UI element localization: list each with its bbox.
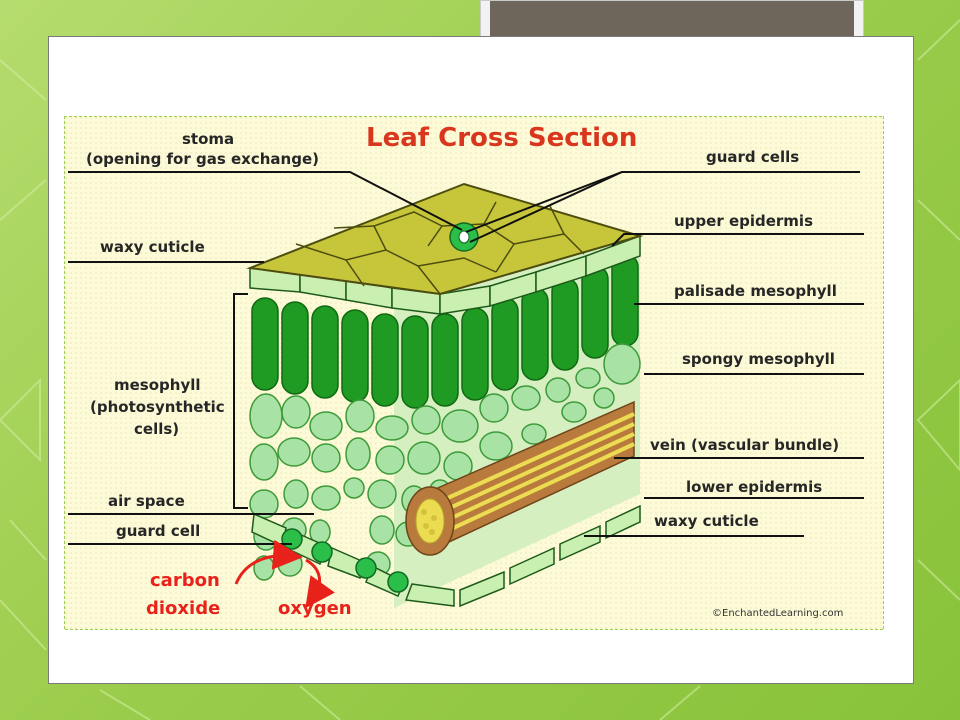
diagram-title: Leaf Cross Section	[366, 123, 637, 153]
label-spongy-mesophyll: spongy mesophyll	[682, 350, 835, 368]
palisade-mesophyll-cells	[251, 253, 639, 409]
label-lower-epidermis: lower epidermis	[686, 478, 822, 496]
label-waxy-cuticle-bottom: waxy cuticle	[654, 512, 759, 530]
label-guard-cells: guard cells	[706, 148, 799, 166]
leaf-cross-section-diagram: Leaf Cross Section stoma (opening for ga…	[64, 116, 884, 630]
label-dioxide: dioxide	[146, 598, 220, 619]
label-palisade-mesophyll: palisade mesophyll	[674, 282, 837, 300]
label-mesophyll-line-3: cells)	[134, 420, 179, 438]
label-stoma-note: (opening for gas exchange)	[86, 150, 319, 168]
label-waxy-cuticle-top: waxy cuticle	[100, 238, 205, 256]
label-air-space: air space	[108, 492, 185, 510]
label-oxygen: oxygen	[278, 598, 352, 619]
label-upper-epidermis: upper epidermis	[674, 212, 813, 230]
stoma-pore	[458, 230, 470, 244]
gas-exchange-arrows	[234, 539, 335, 609]
label-mesophyll-line-1: mesophyll	[114, 376, 201, 394]
leader-lines	[68, 171, 864, 545]
leaf-top-surface	[246, 182, 644, 296]
vein-vascular-bundle	[405, 400, 635, 556]
label-mesophyll-line-2: (photosynthetic	[90, 398, 225, 416]
label-stoma: stoma	[182, 130, 234, 148]
label-vein: vein (vascular bundle)	[650, 436, 839, 454]
label-carbon: carbon	[150, 570, 220, 591]
mesophyll-bracket	[233, 293, 248, 509]
label-guard-cell: guard cell	[116, 522, 200, 540]
lower-guard-cells	[281, 528, 409, 593]
credit-text: ©EnchantedLearning.com	[712, 608, 843, 619]
